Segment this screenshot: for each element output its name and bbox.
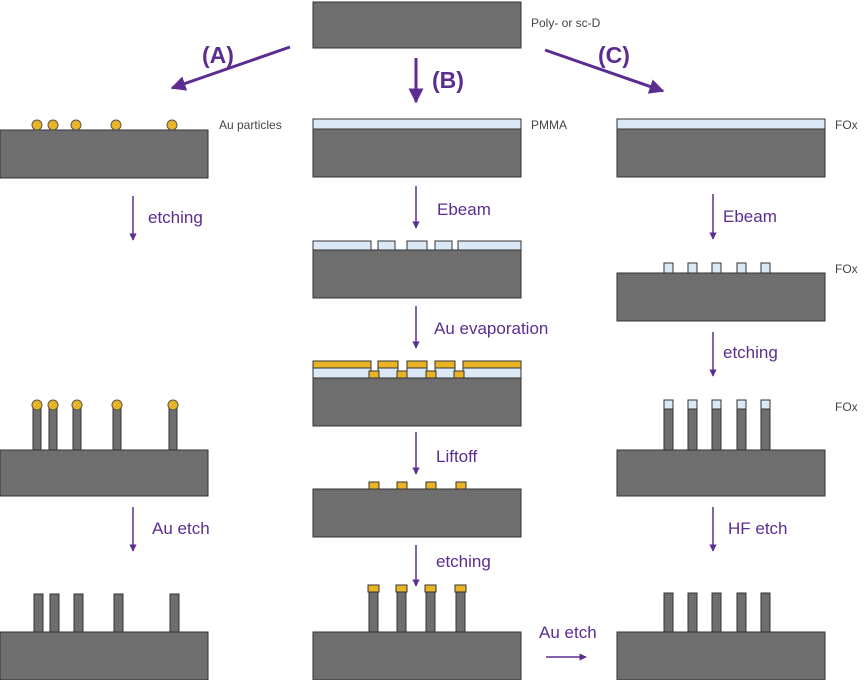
a-step1-substrate (0, 119, 209, 179)
start-substrate (312, 1, 522, 49)
pillar (168, 407, 178, 451)
route-b-label: (B) (432, 67, 464, 93)
fox-label-2: FOx (835, 262, 858, 276)
c-step3-pillars (616, 399, 826, 497)
pillar (687, 408, 698, 451)
au-particle (31, 119, 43, 131)
start-material-label: Poly- or sc-D (531, 16, 601, 30)
b-step3-au-evaporated (312, 360, 522, 427)
a-au-etch-label: Au etch (152, 519, 210, 538)
fox-label-1: FOx (835, 118, 858, 132)
c-hf-etch-label: HF etch (728, 519, 788, 538)
fox-dot (663, 262, 674, 274)
route-a-arrow (170, 45, 291, 91)
au-dot (368, 481, 380, 490)
fox-dot (760, 262, 771, 274)
pillar (760, 408, 771, 451)
pillar (736, 592, 747, 633)
fox-cap (760, 399, 771, 410)
au-cap (424, 584, 437, 593)
fox-dot (711, 262, 722, 274)
pillar (455, 591, 466, 633)
au-particle (167, 399, 179, 411)
pillar (32, 407, 42, 451)
au-particle (71, 399, 83, 411)
pillar (72, 407, 82, 451)
pmma-label: PMMA (531, 118, 567, 132)
fox-dot (687, 262, 698, 274)
fox-cap (687, 399, 698, 410)
au-particle (70, 119, 82, 131)
pillar (396, 591, 407, 633)
a-step2-pillars (0, 399, 209, 497)
au-particle (31, 399, 43, 411)
b-liftoff-label: Liftoff (436, 447, 478, 466)
pillar (425, 591, 436, 633)
fox-cap (736, 399, 747, 410)
au-dot (396, 481, 408, 490)
route-c-arrow (544, 48, 665, 94)
a-step3-pillars (0, 593, 209, 680)
b-step1-pmma (312, 118, 522, 178)
b-au-evaporation-label: Au evaporation (434, 319, 549, 338)
pillar (368, 591, 379, 633)
au-particle (110, 119, 122, 131)
b-etching-label: etching (436, 552, 491, 571)
pillar (33, 593, 44, 633)
pillar (49, 593, 60, 633)
pillar (736, 408, 747, 451)
c-step4-pillars (616, 592, 826, 680)
au-particle (47, 399, 59, 411)
au-dot (455, 481, 467, 490)
pillar (169, 593, 180, 633)
route-a-label: (A) (202, 42, 234, 68)
a-etching-label: etching (148, 208, 203, 227)
pillar (711, 592, 722, 633)
pillar (760, 592, 771, 633)
fox-label-3: FOx (835, 400, 858, 414)
pillar (48, 407, 58, 451)
au-particle (166, 119, 178, 131)
route-c-label: (C) (598, 42, 630, 68)
b-ebeam-label: Ebeam (437, 200, 491, 219)
fox-dot (736, 262, 747, 274)
fox-cap (663, 399, 674, 410)
pillar (663, 592, 674, 633)
pillar (687, 592, 698, 633)
c-step1-fox (616, 118, 826, 178)
au-particle (111, 399, 123, 411)
fox-cap (711, 399, 722, 410)
c-ebeam-label: Ebeam (723, 207, 777, 226)
b-step2-patterned-pmma (312, 240, 522, 299)
b-step5-pillars (312, 584, 522, 680)
au-particle (47, 119, 59, 131)
b-step4-liftoff (312, 481, 522, 538)
b-au-etch-label: Au etch (539, 623, 597, 642)
pillar (663, 408, 674, 451)
au-cap (454, 584, 467, 593)
pillar (73, 593, 84, 633)
au-dot (425, 481, 437, 490)
pillar (711, 408, 722, 451)
c-step2-fox-dots (616, 262, 826, 322)
au-cap (395, 584, 408, 593)
pillar (113, 593, 124, 633)
pillar (112, 407, 122, 451)
c-etching-label: etching (723, 343, 778, 362)
au-particles-label: Au particles (219, 118, 282, 132)
au-cap (367, 584, 380, 593)
